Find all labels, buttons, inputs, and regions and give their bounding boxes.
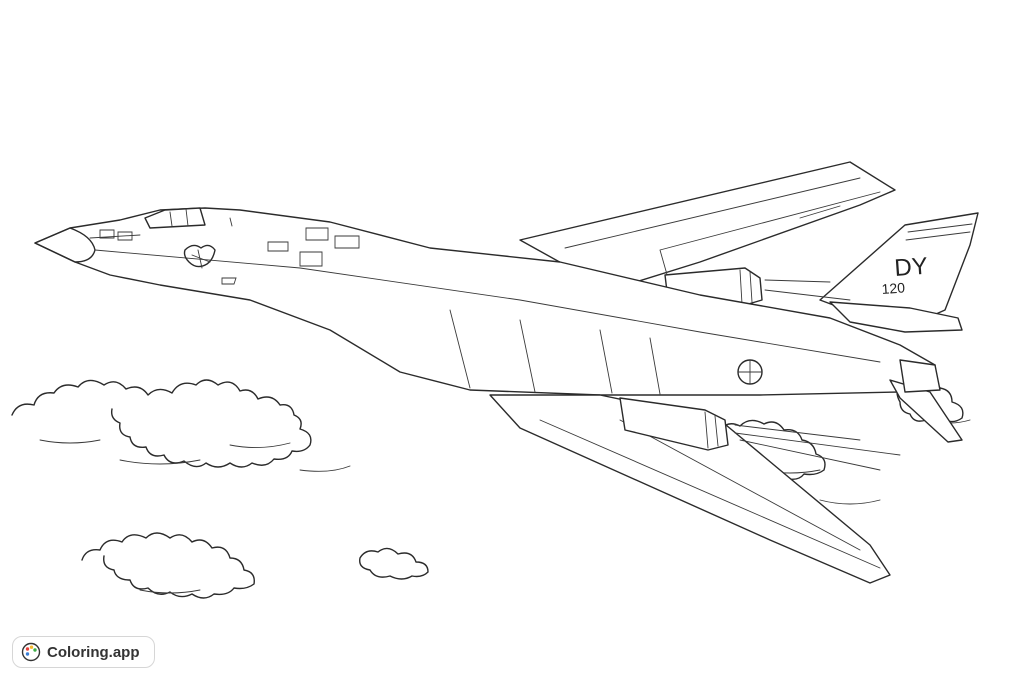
cockpit-canopy [145, 208, 205, 228]
palette-dot-blue [25, 652, 30, 656]
brand-name: Coloring.app [47, 643, 140, 661]
cloud-bank-small [360, 548, 428, 579]
tail-number: 120 [881, 279, 906, 297]
palette-dot-green [33, 648, 37, 652]
upper-wing-flap-lines [565, 178, 880, 285]
palette-dot-red [25, 647, 30, 651]
fuselage-windows [100, 228, 359, 266]
cloud-bank-lower [82, 533, 254, 598]
upper-engine-lines [740, 270, 752, 304]
fuselage-panel-lines [90, 218, 880, 394]
engine-exhaust [900, 360, 940, 392]
clouds [12, 376, 970, 598]
palette-icon [21, 642, 41, 662]
cloud-bank-left [12, 380, 311, 467]
aircraft: DY 120 [35, 162, 978, 583]
horizontal-stabilizer-upper [830, 302, 962, 332]
lower-engine-nacelle [620, 398, 728, 450]
canopy-frames [170, 209, 188, 226]
engine-contrails [735, 280, 900, 470]
tail-code: DY [894, 253, 929, 282]
tail-checker-band [906, 224, 972, 240]
cloud-detail-lines [40, 420, 970, 593]
lower-engine-lines [705, 412, 718, 448]
brand-badge[interactable]: Coloring.app [12, 636, 155, 668]
fuselage [35, 208, 935, 395]
palette-dot-yellow [29, 645, 34, 649]
nose-insignia [185, 245, 237, 284]
fuselage-roundel [738, 360, 762, 384]
